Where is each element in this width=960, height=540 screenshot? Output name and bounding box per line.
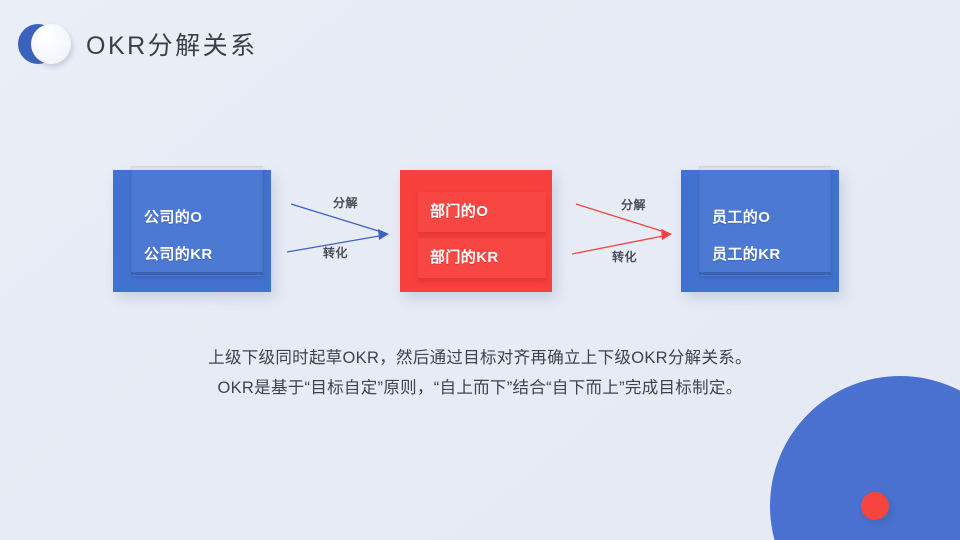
connector-1-label-decompose: 分解 xyxy=(333,196,359,210)
okr-box-employee-inner-panel xyxy=(699,166,831,276)
page-title: OKR分解关系 xyxy=(86,32,258,60)
slide-header: OKR分解关系 xyxy=(0,0,960,88)
connector-company-to-department: 分解 转化 xyxy=(285,186,400,278)
caption-line-2: OKR是基于“目标自定”原则，“自上而下”结合“自下而上”完成目标制定。 xyxy=(217,379,743,397)
decorative-red-dot xyxy=(861,492,889,520)
okr-box-company-rule xyxy=(131,272,263,275)
okr-box-department-objective: 部门的O xyxy=(430,203,489,220)
okr-box-company: 公司的O 公司的KR xyxy=(113,166,271,292)
okr-box-employee-rule xyxy=(699,272,831,275)
okr-box-employee: 员工的O 员工的KR xyxy=(681,166,839,292)
okr-box-employee-keyresult: 员工的KR xyxy=(712,246,781,263)
okr-box-company-objective: 公司的O xyxy=(144,209,203,226)
okr-box-employee-objective: 员工的O xyxy=(712,209,771,226)
logo-disc-shape xyxy=(31,24,71,64)
connector-department-to-employee: 分解 转化 xyxy=(568,186,684,278)
okr-box-department: 部门的O 部门的KR xyxy=(400,170,552,292)
crescent-moon-logo-icon xyxy=(18,22,71,66)
connector-2-label-convert: 转化 xyxy=(612,250,638,264)
connector-2-label-decompose: 分解 xyxy=(621,198,647,212)
connector-1-label-convert: 转化 xyxy=(323,246,349,260)
caption-line-1: 上级下级同时起草OKR，然后通过目标对齐再确立上下级OKR分解关系。 xyxy=(208,349,752,367)
okr-box-department-keyresult-plate xyxy=(418,238,546,280)
okr-box-department-keyresult: 部门的KR xyxy=(430,249,499,266)
okr-box-company-keyresult: 公司的KR xyxy=(144,246,213,263)
caption-block: 上级下级同时起草OKR，然后通过目标对齐再确立上下级OKR分解关系。 OKR是基… xyxy=(0,343,960,403)
okr-box-company-inner-panel xyxy=(131,166,263,276)
okr-box-department-objective-plate xyxy=(418,192,546,234)
